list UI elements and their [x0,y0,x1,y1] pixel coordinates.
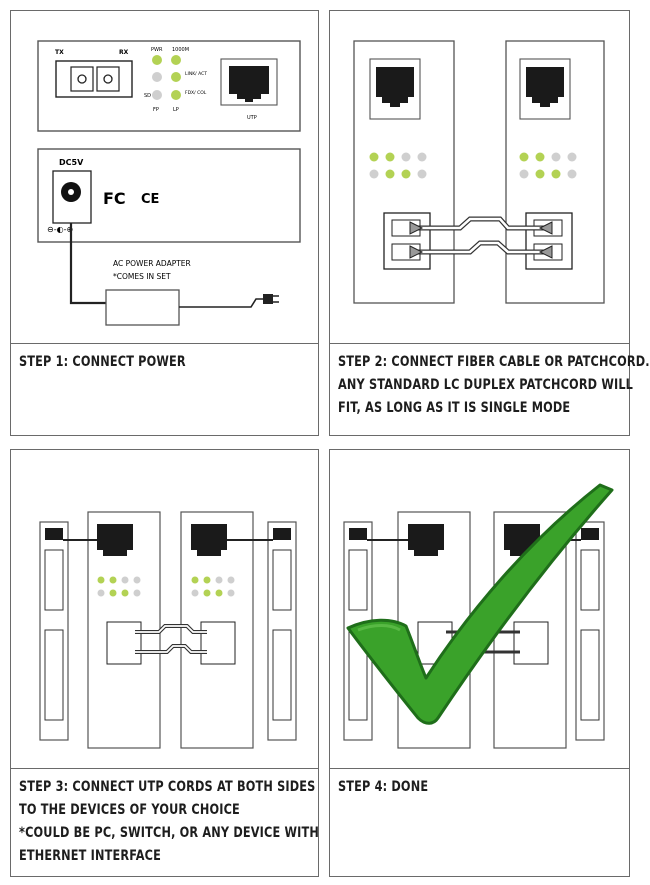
sc-fiber-port [55,60,133,98]
lc-port [200,621,236,665]
1000m-label: 1000M [172,47,189,53]
plug-icon [263,294,273,304]
power-cable [69,223,106,305]
step-3-caption: STEP 3: CONNECT UTP CORDS AT BOTH SIDES … [19,776,319,868]
caption-line: STEP 1: CONNECT POWER [19,354,186,370]
done-diagram [343,483,614,749]
fp-label: FP [153,107,159,113]
polarity-symbol: ⊖-◐-⊕ [47,225,73,234]
fdx-col-label: FDX/ COL [185,90,207,96]
step-1-caption: STEP 1: CONNECT POWER [19,351,248,374]
step-1-panel: TX RX PWR 1000M LINK/ ACT FDX/ COL SD FP… [10,10,319,436]
link-act-label: LINK/ ACT [185,71,207,77]
rx-label: RX [119,49,129,56]
caption-line: STEP 4: DONE [338,779,429,795]
fiber-connection-diagram [353,40,605,304]
power-adapter [105,289,180,326]
pwr-label: PWR [151,47,163,53]
adapter-sublabel: *COMES IN SET [113,272,171,281]
tx-label: TX [55,49,64,56]
caption-line: FIT, AS LONG AS IT IS SINGLE MODE [338,400,571,416]
rj45-port [526,67,564,107]
caption-line: ANY STANDARD LC DUPLEX PATCHCORD WILL [338,377,634,393]
ce-mark: CE [141,192,159,207]
step-2-caption: STEP 2: CONNECT FIBER CABLE OR PATCHCORD… [338,351,650,420]
step-4-panel: STEP 4: DONE [329,449,630,877]
step-4-caption: STEP 4: DONE [338,776,560,799]
step-3-panel: STEP 3: CONNECT UTP CORDS AT BOTH SIDES … [10,449,319,877]
sd-label: SD [144,93,151,99]
adapter-label: AC POWER ADAPTER [113,259,191,268]
caption-line: STEP 3: CONNECT UTP CORDS AT BOTH SIDES [19,779,316,795]
rj45-port [191,524,227,556]
lc-port [106,621,142,665]
power-connection-diagram: TX RX PWR 1000M LINK/ ACT FDX/ COL SD FP… [37,40,301,326]
fc-mark: FC [103,189,126,208]
rj45-port [97,524,133,556]
step-2-panel: STEP 2: CONNECT FIBER CABLE OR PATCHCORD… [329,10,650,436]
lp-label: LP [173,107,179,113]
rj45-port [376,67,414,107]
check-mark-icon [346,483,614,725]
caption-line: ETHERNET INTERFACE [19,848,162,864]
caption-line: TO THE DEVICES OF YOUR CHOICE [19,802,240,818]
utp-label: UTP [247,115,257,121]
utp-connection-diagram [39,511,297,749]
caption-line: *COULD BE PC, SWITCH, OR ANY DEVICE WITH [19,825,319,841]
dc5v-label: DC5V [59,158,84,167]
caption-line: STEP 2: CONNECT FIBER CABLE OR PATCHCORD… [338,354,650,370]
